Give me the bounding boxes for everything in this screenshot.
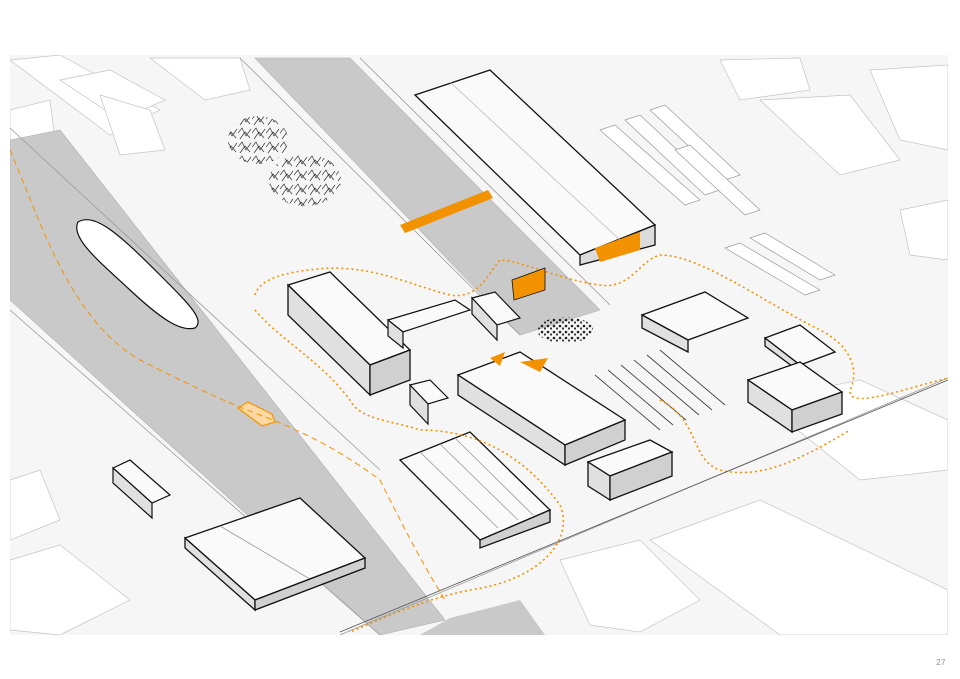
tree-cluster	[269, 154, 341, 206]
warehouse-north	[413, 69, 657, 266]
pergola-frames	[594, 349, 726, 431]
east-blocks	[586, 291, 844, 502]
warehouse-south	[183, 497, 367, 612]
harbour-basin	[254, 57, 601, 336]
block-west	[111, 459, 172, 520]
walking-route	[254, 254, 948, 633]
quay-lines	[10, 57, 948, 635]
crowd	[537, 317, 593, 343]
central-hall	[456, 351, 627, 467]
basin-lower	[420, 600, 545, 635]
container-rows	[599, 104, 836, 296]
moored-ship	[76, 219, 199, 330]
block-small-a	[386, 291, 522, 350]
road-edge	[339, 379, 948, 633]
ferry-route	[10, 149, 446, 601]
orange-screen	[511, 267, 546, 301]
tree-cluster	[228, 116, 288, 164]
floating-bridge	[400, 190, 493, 233]
block-small-b	[408, 379, 450, 426]
page-number: 27	[936, 658, 946, 667]
long-block	[286, 271, 412, 397]
sawtooth-shed	[398, 431, 552, 549]
ferry-boat	[236, 401, 276, 427]
